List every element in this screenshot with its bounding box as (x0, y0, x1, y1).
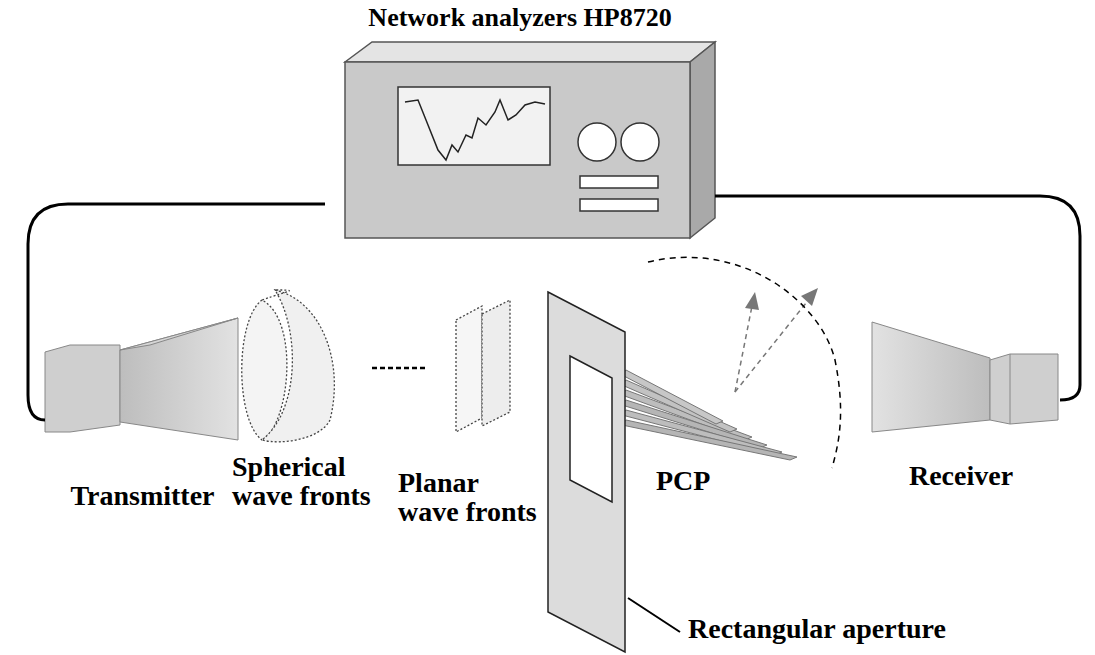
scan-arc (648, 257, 841, 468)
planar-wave-fronts (456, 300, 510, 432)
arrow-heads (745, 288, 818, 310)
part-label: PCP (656, 466, 746, 495)
antenna-node: Transmitter (45, 320, 240, 510)
receiver-horn (872, 322, 1058, 432)
cable (28, 204, 325, 420)
aperture-plate (548, 292, 625, 652)
analyzer-node: Network analyzers HP8720 (325, 4, 715, 242)
node-label: Transmitter (70, 481, 214, 510)
spherical-wave-fronts (242, 290, 335, 442)
part-label: Rectangular aperture (688, 614, 1008, 643)
transmitter-horn (45, 318, 238, 440)
network-analyzer (345, 42, 715, 238)
cable (715, 196, 1080, 400)
pcp-rods (622, 370, 797, 460)
ellipsis-dashes (372, 367, 428, 370)
part-label: Spherical wave fronts (232, 452, 372, 511)
antenna-node: Receiver (862, 320, 1060, 490)
leader-line (628, 598, 680, 632)
part-label: Planar wave fronts (398, 468, 538, 527)
node-label: Network analyzers HP8720 (368, 4, 671, 31)
node-label: Receiver (909, 461, 1013, 490)
scatter-arrows (735, 298, 810, 392)
